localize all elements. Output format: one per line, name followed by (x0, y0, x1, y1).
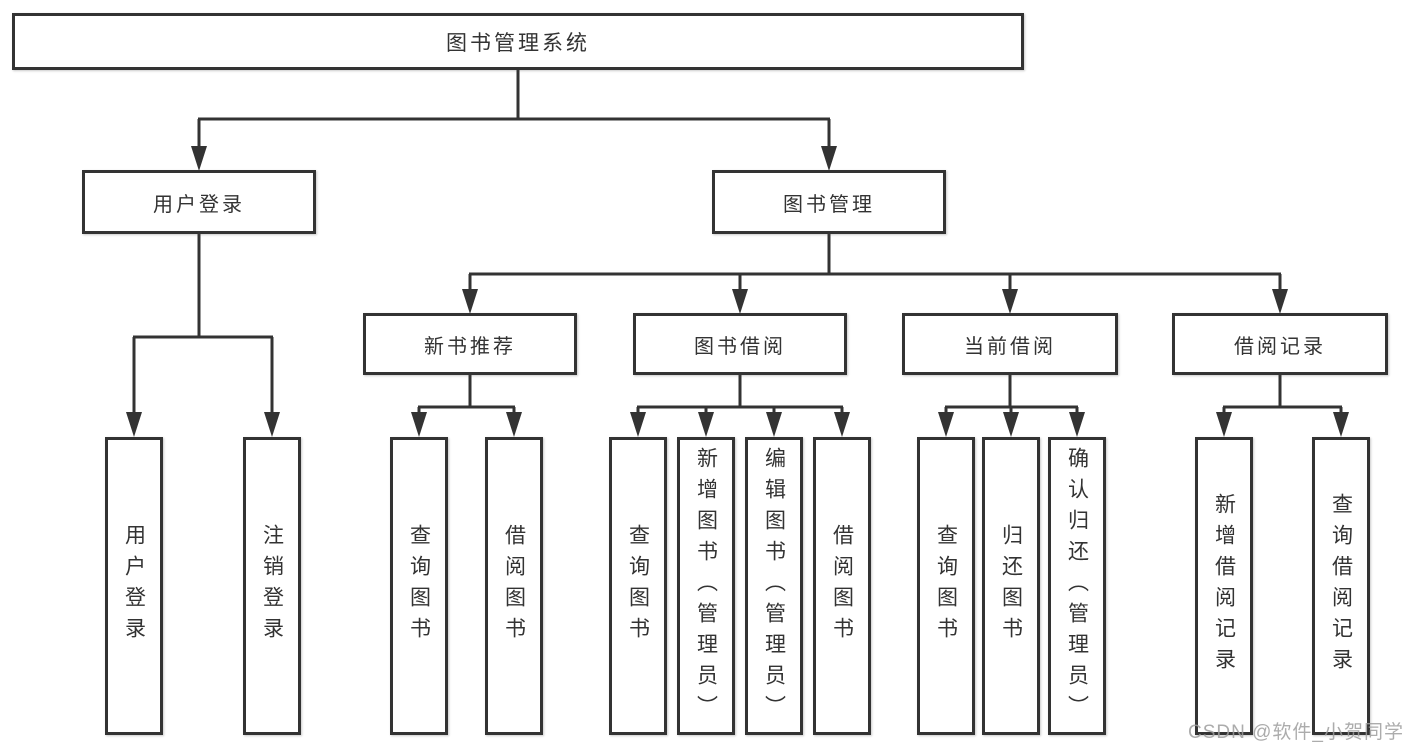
leaf-add-books-admin: 新增图书（管理员） (677, 437, 735, 735)
leaf-query-books-current: 查询图书 (917, 437, 975, 735)
leaf-label: 用户登录 (122, 524, 146, 648)
leaf-label: 注销登录 (260, 524, 284, 648)
leaf-confirm-return-admin: 确认归还（管理员） (1048, 437, 1106, 735)
leaf-query-borrow-record: 查询借阅记录 (1312, 437, 1370, 735)
node-label: 当前借阅 (964, 335, 1056, 358)
leaf-label: 确认归还（管理员） (1065, 446, 1089, 726)
leaf-add-borrow-record: 新增借阅记录 (1195, 437, 1253, 735)
node-label: 图书管理系统 (446, 31, 590, 55)
leaf-logout-login: 注销登录 (243, 437, 301, 735)
leaf-label: 编辑图书（管理员） (762, 446, 786, 726)
node-label: 图书借阅 (694, 335, 786, 358)
node-book-management: 图书管理 (712, 170, 946, 234)
leaf-label: 查询借阅记录 (1329, 493, 1353, 679)
node-user-login: 用户登录 (82, 170, 316, 234)
node-label: 借阅记录 (1234, 335, 1326, 358)
connector-lines (132, 70, 1343, 416)
node-borrow-records: 借阅记录 (1172, 313, 1388, 375)
leaf-query-books-borrow: 查询图书 (609, 437, 667, 735)
node-label: 图书管理 (783, 193, 875, 216)
leaf-edit-books-admin: 编辑图书（管理员） (745, 437, 803, 735)
node-current-borrow: 当前借阅 (902, 313, 1118, 375)
leaf-label: 查询图书 (934, 524, 958, 648)
node-label: 用户登录 (153, 193, 245, 216)
leaf-label: 新增图书（管理员） (694, 446, 718, 726)
leaf-borrow-books-recommend: 借阅图书 (485, 437, 543, 735)
connector-arrowheads (126, 146, 1349, 437)
leaf-label: 借阅图书 (830, 524, 854, 648)
leaf-query-books-recommend: 查询图书 (390, 437, 448, 735)
leaf-label: 借阅图书 (502, 524, 526, 648)
node-library-management-system: 图书管理系统 (12, 13, 1024, 70)
leaf-user-login: 用户登录 (105, 437, 163, 735)
leaf-label: 归还图书 (999, 524, 1023, 648)
leaf-label: 查询图书 (626, 524, 650, 648)
watermark-csdn: CSDN @软件_小贺同学 (1188, 722, 1404, 743)
node-new-book-recommend: 新书推荐 (363, 313, 577, 375)
leaf-label: 查询图书 (407, 524, 431, 648)
leaf-label: 新增借阅记录 (1212, 493, 1236, 679)
leaf-borrow-books-borrow: 借阅图书 (813, 437, 871, 735)
node-label: 新书推荐 (424, 335, 516, 358)
leaf-return-books: 归还图书 (982, 437, 1040, 735)
node-book-borrow: 图书借阅 (633, 313, 847, 375)
